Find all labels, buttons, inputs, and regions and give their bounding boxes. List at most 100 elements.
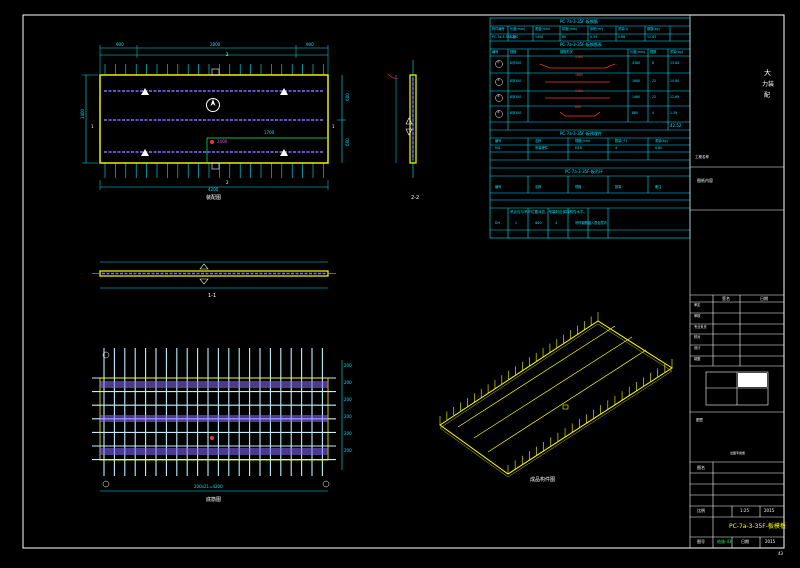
plan-view xyxy=(82,45,346,190)
rebar-mark-label: ① xyxy=(497,60,500,64)
lifting-point-icon xyxy=(141,88,149,95)
plan-point-label: 2400 xyxy=(217,139,228,144)
plan-dim-center: 2800 xyxy=(210,42,221,47)
date-value: 2015 xyxy=(764,508,775,513)
table-1-header-cell: 构件编号 xyxy=(492,27,505,31)
table-1-cell: 0.88 xyxy=(618,35,626,39)
section-mark-bottom: 2 xyxy=(226,180,229,185)
table-2-cell: 8 xyxy=(652,61,655,65)
table-1-header-cell: 厚度(mm) xyxy=(562,27,578,31)
sheet-label: 图号 xyxy=(697,539,705,544)
rebar-length-label: 1460 xyxy=(575,89,584,93)
table-3-header-cell: 重量(kg) xyxy=(655,139,668,143)
table-1-cell: 12.63 xyxy=(647,35,657,39)
section-1-1-view xyxy=(92,261,336,289)
approval-head-a: 签名 xyxy=(722,296,730,301)
table-1-cell: 0.35 xyxy=(590,35,598,39)
plan-dim-right-b: 600 xyxy=(344,138,350,146)
table-1-cell: 1400 xyxy=(535,35,544,39)
table-2-header-cell: 钢筋形状 xyxy=(560,50,573,54)
table-2-cell: 8@200 xyxy=(510,79,522,83)
table-1-title: PC-7a-3-35F-板钢筋 xyxy=(560,19,598,24)
approval-role-label: 审定 xyxy=(694,303,701,307)
table-3-header-cell: 编号 xyxy=(495,139,502,143)
plan-dim-right-a: 600 xyxy=(344,93,350,101)
table-2-cell: 8@200 xyxy=(510,61,522,65)
rebar-length-label: 4380 xyxy=(575,55,584,59)
table-2-cell: 8@200 xyxy=(510,111,522,115)
table-2-cell: 1.39 xyxy=(670,111,678,115)
table-3-header-cell: 名称 xyxy=(535,139,542,143)
table-2-cell: 1460 xyxy=(632,95,641,99)
lifting-point-icon xyxy=(280,149,288,156)
table-2-header-cell: 编号 xyxy=(492,50,499,54)
table-2-cell: 13.84 xyxy=(670,61,680,65)
table-2-cell: 880 xyxy=(632,111,639,115)
table-4-cell: 1 xyxy=(515,221,518,225)
rebar-dim-r4: 200 xyxy=(344,431,352,436)
table-1-header-cell: 宽度(mm) xyxy=(535,27,551,31)
sheet-value: 结施-43 xyxy=(717,539,732,544)
table-4-header-cell: 编号 xyxy=(495,185,502,189)
iso-view-title: 成品构件图 xyxy=(530,477,556,483)
rebar-mark-label: ③ xyxy=(497,94,500,98)
scale-value: 1:25 xyxy=(740,508,749,513)
table-2-cell: 1680 xyxy=(632,79,641,83)
drawing-number: PC-7a-3-35F-板模板 xyxy=(729,523,786,530)
table-3-header-cell: 规格(mm) xyxy=(575,139,591,143)
table-1-cell: 60 xyxy=(562,35,567,39)
scale-label: 比例 xyxy=(697,508,705,513)
project-label: 工程名称 xyxy=(695,155,709,159)
approval-role-label: 设计 xyxy=(694,346,701,350)
plan-dim-total: 4200 xyxy=(208,187,219,192)
drawing-name-label: 图名 xyxy=(697,465,705,470)
table-4-title: PC-7a-3-35F-板吊环 xyxy=(565,169,603,174)
slab-outline xyxy=(99,74,329,164)
company-name-a: 大 xyxy=(764,69,771,77)
rebar-dim-bottom: 200x21=4200 xyxy=(194,484,223,489)
stamp-fill xyxy=(738,373,767,387)
table-3-cell: 4 xyxy=(615,146,618,150)
company-name-b: 力装 xyxy=(762,81,775,88)
table-2-cell: 4 xyxy=(652,111,655,115)
table-4-cell: 4 xyxy=(555,221,558,225)
rebar-length-label: 1680 xyxy=(575,73,584,77)
approval-role-label: 制图 xyxy=(694,357,701,361)
plan-view-title: 装配图 xyxy=(206,195,222,201)
rebar-length-label: 880 xyxy=(575,105,582,109)
approval-role-label: 审核 xyxy=(694,314,701,318)
lifting-point-icon xyxy=(280,88,288,95)
table-2-header-cell: 重量(kg) xyxy=(670,50,683,54)
date-value-bottom: 2015 xyxy=(765,539,776,544)
title-block xyxy=(689,15,784,548)
rebar-dim-r2: 200 xyxy=(344,397,352,402)
rebar-dim-r5: 200 xyxy=(344,448,352,453)
table-3-cell: M16 xyxy=(575,146,582,150)
table-3-title: PC-7a-3-35F-板预埋件 xyxy=(560,131,602,136)
seal-note: 出图专用章 xyxy=(730,451,746,455)
rebar-mark-label: ② xyxy=(497,78,500,82)
approval-role-label: 校对 xyxy=(694,335,701,339)
stamp-label: 图签 xyxy=(696,418,703,422)
approval-role-label: 专业负责 xyxy=(694,325,707,329)
table-4-header-cell: 名称 xyxy=(535,185,542,189)
table-1-header-cell: 钢筋(kg) xyxy=(647,27,660,31)
table-2-header-cell: 长度(mm) xyxy=(630,50,646,54)
table-1-cell: 4200 xyxy=(510,35,519,39)
rebar-view-title: 底筋图 xyxy=(206,497,222,503)
table-1-header-cell: 体积(m³) xyxy=(590,27,604,31)
table-3-cell: 吊装埋件 xyxy=(535,146,548,150)
table-2-cell: 12.69 xyxy=(670,95,680,99)
rebar-view xyxy=(92,348,343,492)
table-2-header-cell: 根数 xyxy=(650,50,657,54)
table-4-header-cell: 数量 xyxy=(615,185,622,189)
date-label: 日期 xyxy=(741,539,749,544)
table-2-cell: 22 xyxy=(652,95,657,99)
north-arrow-icon xyxy=(206,98,220,112)
table-3-header-cell: 数量(个) xyxy=(615,139,628,143)
page-number: 43 xyxy=(778,551,784,556)
rebar-dim-r3: 200 xyxy=(344,414,352,419)
plan-dim-right: 900 xyxy=(306,42,314,47)
section-1-1-title: 1-1 xyxy=(208,293,217,299)
